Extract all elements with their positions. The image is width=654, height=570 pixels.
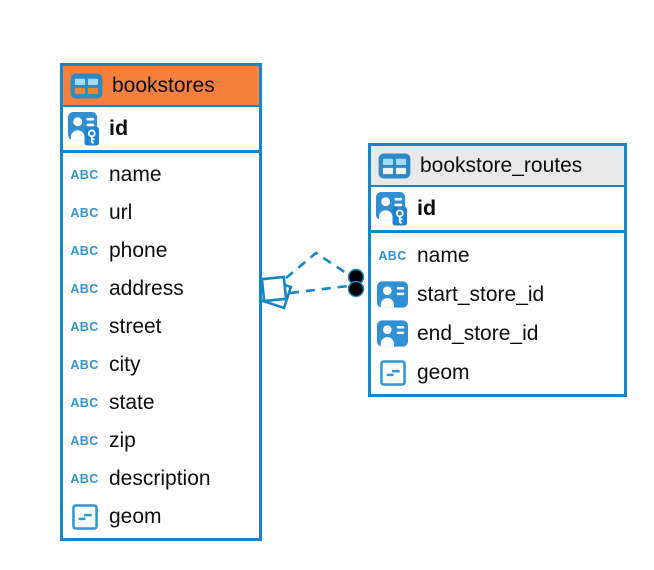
text-type-icon: ABC [70,433,99,449]
primary-key-name: id [109,116,129,140]
field-name: start_store_id [417,282,545,306]
field-name: zip [109,429,136,452]
field-row-state[interactable]: ABC state [63,384,259,422]
field-row-geom[interactable]: geom [371,353,624,392]
geometry-box-icon [68,504,101,530]
table-name: bookstore_routes [420,153,583,177]
field-row-url[interactable]: ABC url [63,194,259,232]
geometry-box-icon [376,359,409,386]
field-row-street[interactable]: ABC street [63,308,259,346]
person-reference-icon [376,320,409,347]
table-name: bookstores [112,73,215,97]
text-type-icon: ABC [70,205,99,221]
field-name: street [109,315,162,338]
field-row-end_store_id[interactable]: end_store_id [371,314,624,353]
field-row-zip[interactable]: ABC zip [63,422,259,460]
table-grid-icon [70,72,103,99]
text-type-icon: ABC [70,281,99,297]
field-row-id[interactable]: id [371,187,624,233]
field-row-address[interactable]: ABC address [63,270,259,308]
field-row-geom[interactable]: geom [63,498,259,536]
one-end-dot-marker[interactable] [347,280,365,298]
table-header[interactable]: bookstore_routes [371,146,624,187]
field-row-name[interactable]: ABC name [371,236,624,275]
field-name: city [109,353,141,376]
text-type-icon: ABC [378,248,407,263]
field-name: name [417,243,470,267]
text-type-icon: ABC [70,471,99,487]
text-type-icon: ABC [70,243,99,259]
field-name: state [109,391,155,414]
field-name: geom [109,505,162,528]
field-row-name[interactable]: ABC name [63,156,259,194]
table-bookstore-routes[interactable]: bookstore_routes id ABC name start_store_i… [368,143,627,397]
person-reference-icon [376,281,409,308]
text-type-icon: ABC [70,319,99,335]
text-type-icon: ABC [70,357,99,373]
primary-key-name: id [417,196,437,220]
table-grid-icon [378,152,411,179]
table-header[interactable]: bookstores [63,66,259,107]
field-name: name [109,163,162,186]
person-key-icon [68,111,101,146]
one-end-dot-marker[interactable] [347,268,365,286]
field-name: description [109,467,211,490]
text-type-icon: ABC [70,395,99,411]
text-type-icon: ABC [70,167,99,183]
field-name: phone [109,239,168,262]
relationship-line-1[interactable] [285,251,350,279]
field-name: url [109,201,133,224]
field-row-id[interactable]: id [63,107,259,153]
many-end-diamond-marker[interactable] [260,275,293,310]
relationship-line-2[interactable] [289,284,349,295]
field-row-phone[interactable]: ABC phone [63,232,259,270]
field-row-description[interactable]: ABC description [63,460,259,498]
field-name: end_store_id [417,321,539,345]
field-name: address [109,277,184,300]
field-name: geom [417,360,470,384]
field-row-start_store_id[interactable]: start_store_id [371,275,624,314]
person-key-icon [376,191,409,226]
field-row-city[interactable]: ABC city [63,346,259,384]
